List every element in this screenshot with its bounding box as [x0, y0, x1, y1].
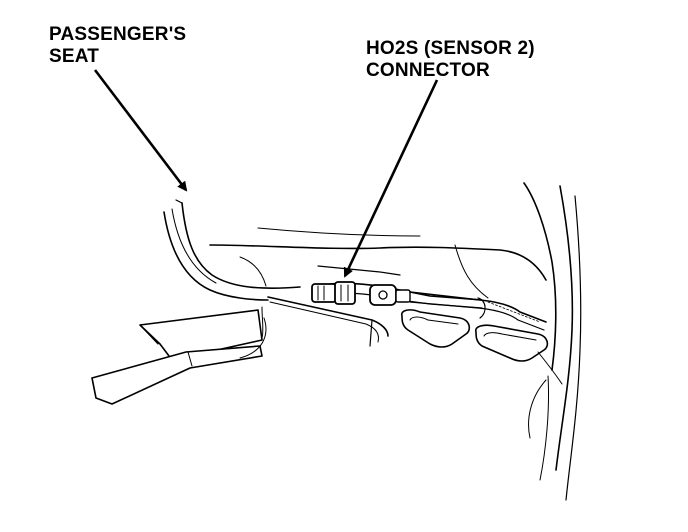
connector-label-line2: CONNECTOR [366, 60, 490, 81]
seat-side-trim [181, 202, 301, 289]
seat-bottom-contour [209, 244, 547, 281]
connector-arrow [343, 79, 439, 278]
cable-sheath [409, 291, 547, 323]
connector-right-half [334, 281, 356, 305]
floor-step [91, 345, 263, 405]
passenger-seat-arrow [93, 69, 188, 192]
floor-vent-1 [400, 309, 471, 348]
connector-label: HO2S (SENSOR 2) CONNECTOR [366, 38, 535, 82]
passenger-seat-label: PASSENGER'S SEAT [49, 24, 186, 68]
seat-side-trim-inner [163, 211, 269, 301]
passenger-seat-label-line2: SEAT [49, 46, 100, 67]
passenger-seat-label-line1: PASSENGER'S [49, 24, 187, 45]
connector-label-line1: HO2S (SENSOR 2) [366, 38, 535, 59]
grommet-connector [369, 284, 397, 306]
rear-seat-edge [523, 182, 557, 371]
floor-vent-2 [474, 324, 549, 362]
